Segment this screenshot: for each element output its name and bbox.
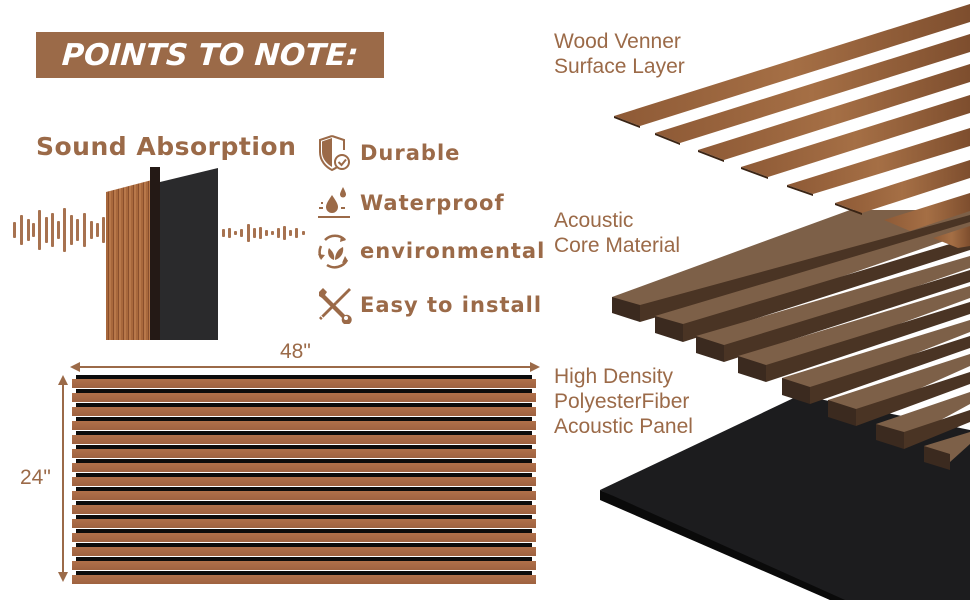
slat: [72, 529, 536, 543]
slat: [72, 515, 536, 529]
reduced-sound-wave-icon: [220, 220, 310, 246]
slat: [72, 445, 536, 459]
feature-environmental: environmental: [314, 231, 554, 271]
height-dimension-label: 24": [20, 466, 51, 489]
layer-label-veneer: Wood Venner Surface Layer: [554, 30, 685, 78]
title-banner: POINTS TO NOTE:: [36, 32, 384, 78]
feature-waterproof: Waterproof: [314, 183, 554, 223]
feature-label: Durable: [360, 141, 461, 165]
feature-durable: Durable: [314, 133, 554, 173]
wood-slat-panel-illustration: [106, 180, 152, 340]
feature-label: Easy to install: [360, 293, 543, 317]
feature-label: environmental: [360, 239, 546, 263]
height-arrow-icon: [58, 375, 68, 582]
width-dimension-label: 48": [280, 340, 311, 363]
layer-label-core: Acoustic Core Material: [554, 209, 681, 257]
width-arrow-icon: [70, 362, 540, 372]
slat: [72, 543, 536, 557]
sound-absorption-title: Sound Absorption: [36, 132, 297, 161]
slat: [72, 501, 536, 515]
wrench-screwdriver-icon: [314, 285, 354, 325]
layer-label-felt: High Density PolyesterFiber Acoustic Pan…: [554, 365, 693, 438]
slat-panel-front-view: [72, 375, 536, 585]
page-title: POINTS TO NOTE:: [60, 37, 360, 73]
panel-edge: [150, 167, 160, 340]
eco-leaf-cycle-icon: [314, 231, 354, 271]
slat: [72, 375, 536, 389]
feature-easy-install: Easy to install: [314, 285, 554, 325]
slat: [72, 403, 536, 417]
incoming-sound-wave-icon: [8, 205, 108, 255]
slat: [72, 417, 536, 431]
slat: [72, 389, 536, 403]
slat: [72, 571, 536, 585]
slat: [72, 557, 536, 571]
slat: [72, 473, 536, 487]
slat: [72, 487, 536, 501]
slat: [72, 431, 536, 445]
water-drop-icon: [314, 183, 354, 223]
feature-label: Waterproof: [360, 191, 505, 215]
slat: [72, 459, 536, 473]
felt-backing-illustration: [160, 168, 218, 340]
shield-check-icon: [314, 133, 354, 173]
